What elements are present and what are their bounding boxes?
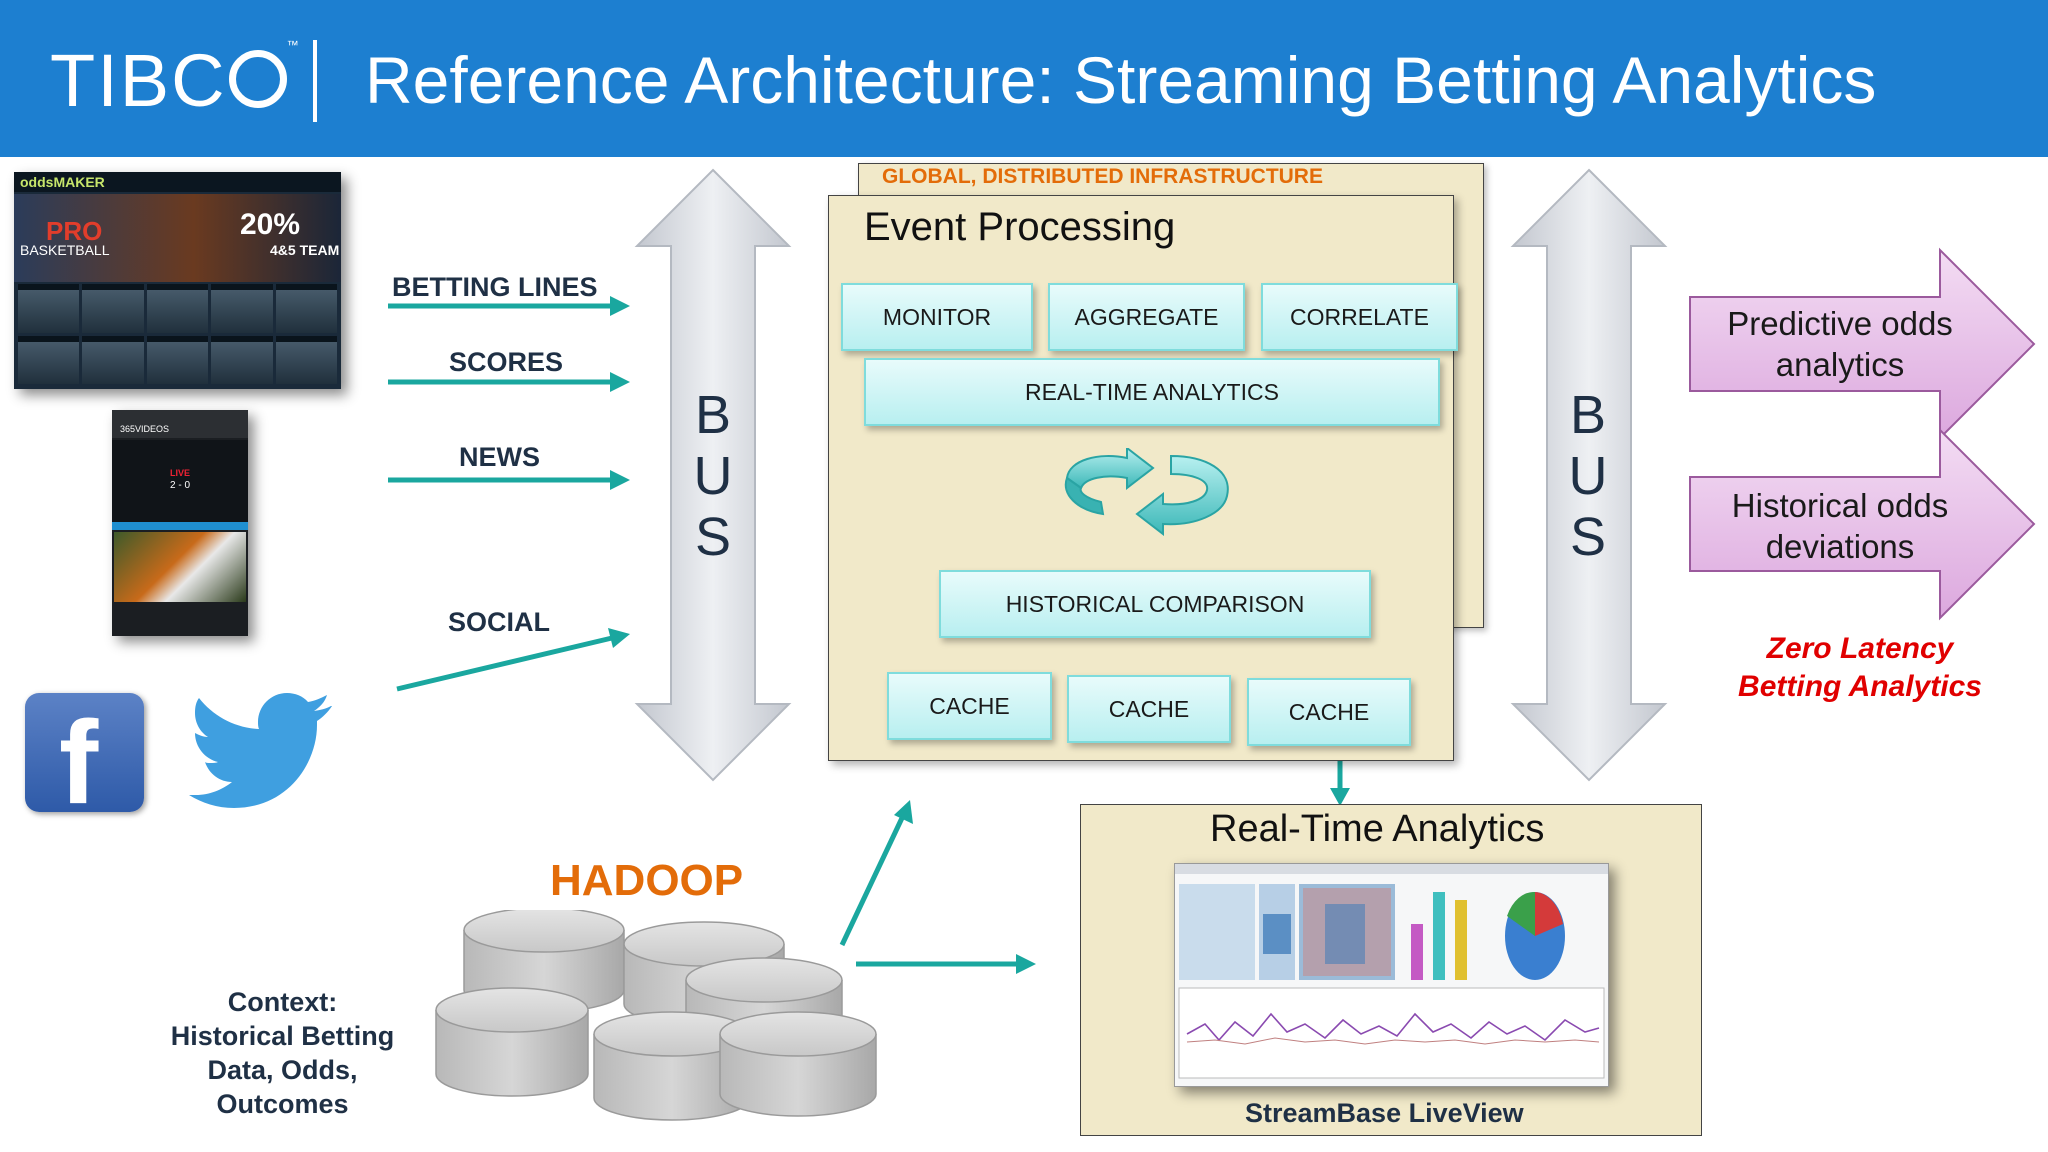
site-team-text: 4&5 TEAM: [270, 242, 340, 258]
aggregate-box: AGGREGATE: [1048, 283, 1245, 351]
site-tile-grid: [18, 284, 337, 384]
trademark: ™: [286, 38, 301, 52]
real-time-analytics-box: REAL-TIME ANALYTICS: [864, 358, 1440, 426]
phone-live-badge: LIVE: [170, 468, 191, 478]
phone-scoreboard: [112, 440, 248, 522]
liveview-caption: StreamBase LiveView: [1245, 1098, 1524, 1128]
liveview-dashboard-screenshot: [1174, 863, 1609, 1087]
bus-left-arrow: [634, 168, 792, 782]
monitor-box: MONITOR: [841, 283, 1033, 351]
site-promo-text: 20%: [240, 208, 301, 241]
event-processing-title: Event Processing: [864, 205, 1176, 249]
output-arrow-predictive: [1689, 247, 2036, 441]
phone-app-name: 365VIDEOS: [120, 424, 170, 434]
site-hero-banner: [14, 194, 341, 282]
site-pro-text: PRO: [46, 216, 103, 246]
twitter-icon: [189, 693, 332, 808]
zero-latency-tagline: Zero Latency Betting Analytics: [1700, 630, 2020, 706]
predictive-odds-label: Predictive odds analytics: [1727, 305, 1953, 383]
betting-site-screenshot: oddsMAKER PRO BASKETBALL 20% 4&5 TEAM: [14, 172, 341, 389]
phone-match-photo: [114, 532, 246, 602]
historical-odds-label: Historical odds deviations: [1731, 487, 1949, 565]
hadoop-label: HADOOP: [550, 856, 744, 905]
phone-header: 365VIDEOS: [112, 410, 248, 438]
dashboard-thumbnail: [1175, 864, 1608, 1079]
betting-lines-label: BETTING LINES: [392, 272, 598, 302]
header-divider: [313, 40, 317, 122]
historical-comparison-box: HISTORICAL COMPARISON: [939, 570, 1371, 638]
title-bar: [0, 0, 2048, 157]
facebook-icon: f: [25, 693, 144, 829]
cache-box-1: CACHE: [887, 672, 1052, 740]
hadoop-context-text: Context: Historical Betting Data, Odds, …: [170, 987, 395, 1119]
news-label: NEWS: [459, 442, 540, 472]
social-label: SOCIAL: [448, 607, 551, 637]
bus-right-arrow: [1510, 168, 1668, 782]
tibco-ball-icon: [228, 50, 287, 108]
site-brand: oddsMAKER: [20, 174, 105, 190]
mobile-app-screenshot: 365VIDEOS LIVE 2 - 0: [112, 410, 248, 636]
database-cylinders-icon: [435, 910, 877, 1121]
correlate-box: CORRELATE: [1261, 283, 1458, 351]
output-arrow-historical: [1689, 427, 2036, 621]
phone-score: 2 - 0: [170, 480, 191, 491]
scores-label: SCORES: [449, 347, 564, 377]
site-basketball-text: BASKETBALL: [20, 242, 110, 258]
real-time-analytics-title: Real-Time Analytics: [1210, 808, 1545, 850]
tibco-logo: TIBC ™: [50, 38, 301, 123]
tibco-logo-text: TIBC: [50, 39, 227, 122]
phone-tab-bar: [112, 522, 248, 530]
tagline-line-1: Zero Latency: [1766, 632, 1954, 665]
cache-box-3: CACHE: [1247, 678, 1411, 746]
page-title: Reference Architecture: Streaming Bettin…: [365, 43, 1877, 117]
infrastructure-label: GLOBAL, DISTRIBUTED INFRASTRUCTURE: [882, 165, 1323, 188]
site-nav-bar: [14, 172, 341, 192]
tagline-line-2: Betting Analytics: [1738, 670, 1982, 703]
cycle-arrows-icon: [1064, 448, 1229, 536]
cache-box-2: CACHE: [1067, 675, 1231, 743]
